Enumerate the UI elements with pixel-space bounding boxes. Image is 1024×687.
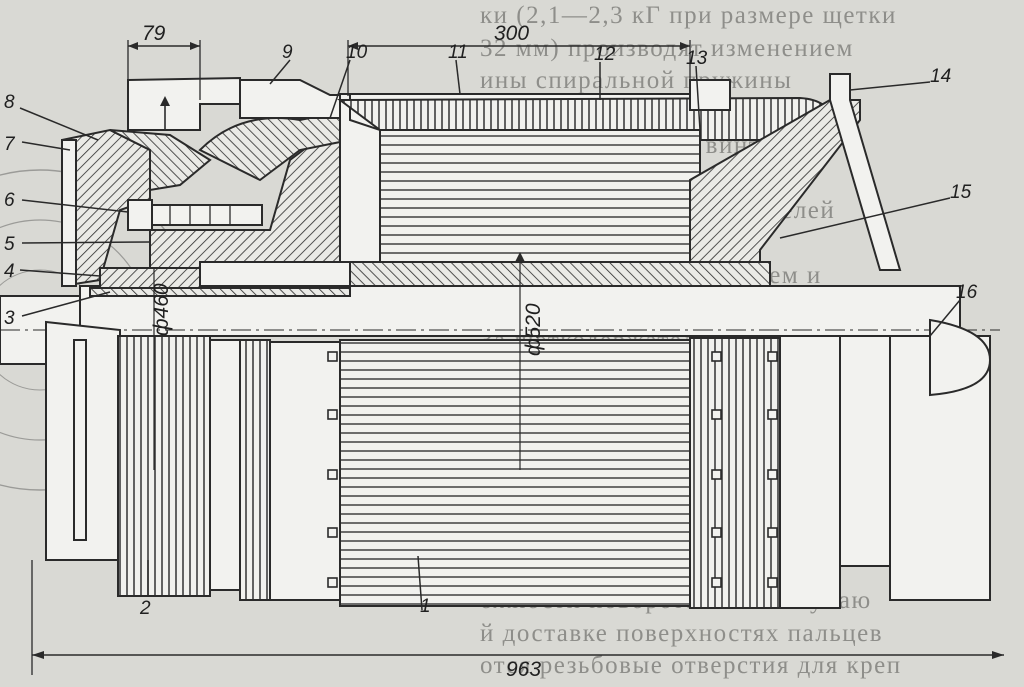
callout-12: 12 xyxy=(594,44,616,65)
slot-marker xyxy=(327,577,338,588)
callout-4: 4 xyxy=(4,261,15,282)
callout-3: 3 xyxy=(4,308,15,329)
slot-marker xyxy=(327,351,338,362)
slot-marker xyxy=(711,577,722,588)
callout-11: 11 xyxy=(448,42,468,63)
slot-marker xyxy=(767,409,778,420)
callout-13: 13 xyxy=(686,48,708,69)
slot-marker xyxy=(327,469,338,480)
part-2-winding-end xyxy=(117,335,211,597)
slot-marker xyxy=(711,527,722,538)
callout-5: 5 xyxy=(4,234,15,255)
slot-marker xyxy=(767,527,778,538)
part-6-bolt xyxy=(151,204,263,226)
callout-15: 15 xyxy=(950,182,972,203)
part-14-end-plate xyxy=(829,73,902,271)
callout-7: 7 xyxy=(4,134,16,155)
part-8-cap xyxy=(109,129,212,192)
callout-8: 8 xyxy=(4,92,15,113)
callout-16: 16 xyxy=(956,282,978,303)
callout-2: 2 xyxy=(139,598,151,619)
background-text-line: 32 мм) производят изменением xyxy=(480,34,854,62)
callout-14: 14 xyxy=(930,66,951,87)
slot-marker xyxy=(767,351,778,362)
upper-cross-section xyxy=(61,73,902,297)
dim-963: 963 xyxy=(506,658,541,681)
slot-marker xyxy=(767,469,778,480)
background-text-line: й доставке поверхностях пальцев xyxy=(480,619,883,647)
dim-300: 300 xyxy=(494,22,529,45)
dim-diameter-520: ф520 xyxy=(522,303,545,356)
dim-79: 79 xyxy=(142,22,166,45)
core-base-ring xyxy=(349,261,771,287)
slot-marker xyxy=(711,409,722,420)
callout-6: 6 xyxy=(4,190,15,211)
leader-lines xyxy=(19,59,961,611)
slot-marker xyxy=(327,527,338,538)
callout-labels: 1 2 3 4 5 6 7 8 9 10 11 12 13 14 15 16 xyxy=(4,42,978,619)
part-6-bolt-head xyxy=(127,199,153,231)
dimension-lines xyxy=(31,40,1004,675)
callout-9: 9 xyxy=(282,42,293,63)
part-1-core xyxy=(339,339,691,607)
background-text-line: отся резьбовые отверстия для креп xyxy=(480,652,902,679)
core-laminations xyxy=(379,129,701,271)
part-9-cap xyxy=(239,79,351,119)
slot-marker xyxy=(711,469,722,480)
part-16-brush-holder xyxy=(929,318,992,397)
slot-markers xyxy=(327,351,778,588)
slot-marker xyxy=(711,351,722,362)
callout-1: 1 xyxy=(420,596,431,617)
armature-exterior xyxy=(45,318,992,609)
slot-marker xyxy=(767,577,778,588)
background-text-line: ки (2,1—2,3 кГ при размере щетки xyxy=(480,2,897,29)
slot-marker xyxy=(327,409,338,420)
dim-diameter-460: ф460 xyxy=(150,283,173,336)
brush-bracket xyxy=(127,76,241,131)
part-13-banding xyxy=(689,79,731,111)
callout-10: 10 xyxy=(346,42,368,63)
part-3-shaft-ring xyxy=(89,287,351,297)
